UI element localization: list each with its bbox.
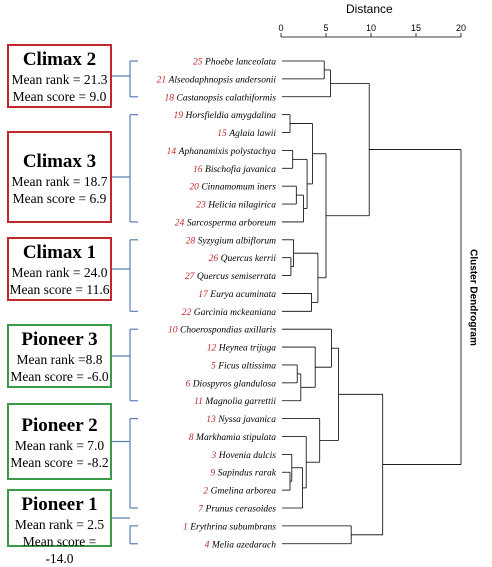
group-mean-rank: Mean rank =8.8: [16, 352, 103, 367]
axis-tick-label: 20: [456, 23, 466, 33]
leaf-number: 5: [211, 361, 216, 371]
leaf-name: Melia azedarach: [211, 540, 276, 550]
group-mean-rank: Mean rank = 18.7: [11, 173, 108, 189]
group-mean-score: Mean score = -8.2: [10, 455, 109, 470]
group-title: Climax 1: [22, 242, 97, 263]
leaf-name: Castanopsis calathiformis: [177, 92, 277, 103]
group-mean-score: Mean score = 9.0: [12, 89, 107, 104]
leaf-number: 2: [203, 487, 208, 497]
group-mean-score: Mean score = -14.0: [22, 534, 97, 566]
leaf-number: 27: [185, 272, 196, 282]
group-mean-rank: Mean rank = 24.0: [11, 265, 108, 280]
axis-title: Distance: [346, 2, 393, 16]
group-title: Climax 3: [22, 150, 97, 172]
leaf-number: 20: [189, 183, 199, 193]
leaf-name: Phoebe lanceolata: [204, 58, 276, 68]
leaf-name: Magnolia garrettii: [204, 397, 276, 407]
axis-tick-label: 15: [411, 23, 421, 33]
leaf-number: 9: [210, 469, 215, 479]
leaf-name: Horsfieldia amygdalina: [184, 110, 276, 121]
leaf-number: 10: [168, 326, 178, 336]
group-mean-rank: Mean rank = 2.5: [14, 517, 105, 532]
leaf-number: 3: [210, 451, 216, 461]
axis-tick-label: 10: [366, 23, 376, 33]
distance-axis: 0 5 10 15 20: [278, 23, 466, 38]
group-mean-score: Mean score = 11.6: [9, 282, 110, 297]
leaf-name: Sarcosperma arboreum: [187, 218, 276, 228]
leaf-name: Eurya acuminata: [209, 290, 276, 300]
leaf-number: 15: [217, 129, 227, 139]
leaf-number: 4: [205, 540, 210, 550]
axis-tick-label: 0: [278, 23, 283, 33]
leaf-number: 14: [167, 147, 177, 157]
leaf-number: 22: [182, 308, 192, 318]
leaf-number: 17: [198, 290, 209, 300]
group-mean-score: Mean score = -6.0: [10, 369, 109, 384]
leaf-name: Hovenia dulcis: [218, 451, 277, 461]
leaf-name: Syzygium albiflorum: [198, 235, 277, 246]
leaf-number: 18: [165, 93, 175, 103]
dendrogram-tree: [282, 60, 462, 545]
leaf-name: Garcinia mckeaniana: [194, 308, 276, 318]
leaf-name: Markhamia stipulata: [195, 433, 276, 443]
leaf-name: Heynea trijuga: [218, 344, 277, 354]
leaf-name: Bischofia javanica: [205, 164, 276, 175]
group-title: Pioneer 1: [21, 494, 98, 515]
leaf-name: Nyssa javanica: [217, 415, 276, 425]
leaf-number: 28: [186, 236, 196, 246]
leaf-number: 26: [209, 254, 219, 264]
group-mean-rank: Mean rank = 21.3: [11, 72, 108, 87]
leaf-name: Quercus semiserrata: [197, 272, 276, 282]
leaf-number: 23: [196, 201, 206, 211]
leaf-number: 6: [185, 379, 190, 389]
leaf-number: 16: [193, 165, 203, 175]
leaf-name: Diospyros glandulosa: [192, 379, 277, 389]
group-mean-score: Mean score = 6.9: [12, 190, 107, 206]
group-title: Climax 2: [22, 49, 97, 70]
side-title: Cluster Dendrogram: [467, 249, 479, 346]
leaf-number: 1: [183, 522, 188, 532]
leaf-number: 7: [198, 505, 204, 515]
leaf-name: Erythrina subumbrans: [189, 522, 276, 532]
leaf-name: Quercus kerrii: [221, 254, 277, 264]
group-title: Pioneer 3: [21, 329, 98, 350]
leaf-number: 13: [206, 415, 216, 425]
leaf-number: 21: [157, 75, 167, 85]
leaf-name: Prunus cerasoides: [205, 505, 277, 515]
leaf-name: Choerospondias axillaris: [180, 326, 276, 336]
leaf-number: 11: [194, 397, 203, 407]
leaf-name: Gmelina arborea: [211, 487, 277, 497]
leaf-name: Aphanamixis polystachya: [178, 147, 277, 157]
leaf-name: Helicia nilagirica: [207, 201, 276, 211]
leaf-name: Alseodaphnopsis andersonii: [168, 75, 277, 85]
leaf-name: Ficus altissima: [217, 361, 276, 371]
leaf-name: Sapindus rarak: [218, 469, 277, 479]
leaf-number: 12: [207, 344, 217, 354]
leaf-name: Aglaia lawii: [228, 129, 276, 139]
group-brackets: [112, 60, 138, 545]
leaf-number: 25: [193, 58, 203, 68]
leaf-number: 8: [189, 433, 194, 443]
leaf-number: 19: [173, 111, 183, 121]
group-title: Pioneer 2: [21, 415, 98, 436]
leaf-name: Cinnamomum iners: [201, 183, 276, 193]
group-mean-rank: Mean rank = 7.0: [14, 438, 105, 453]
leaf-number: 24: [175, 218, 185, 228]
axis-tick-label: 5: [323, 23, 328, 33]
